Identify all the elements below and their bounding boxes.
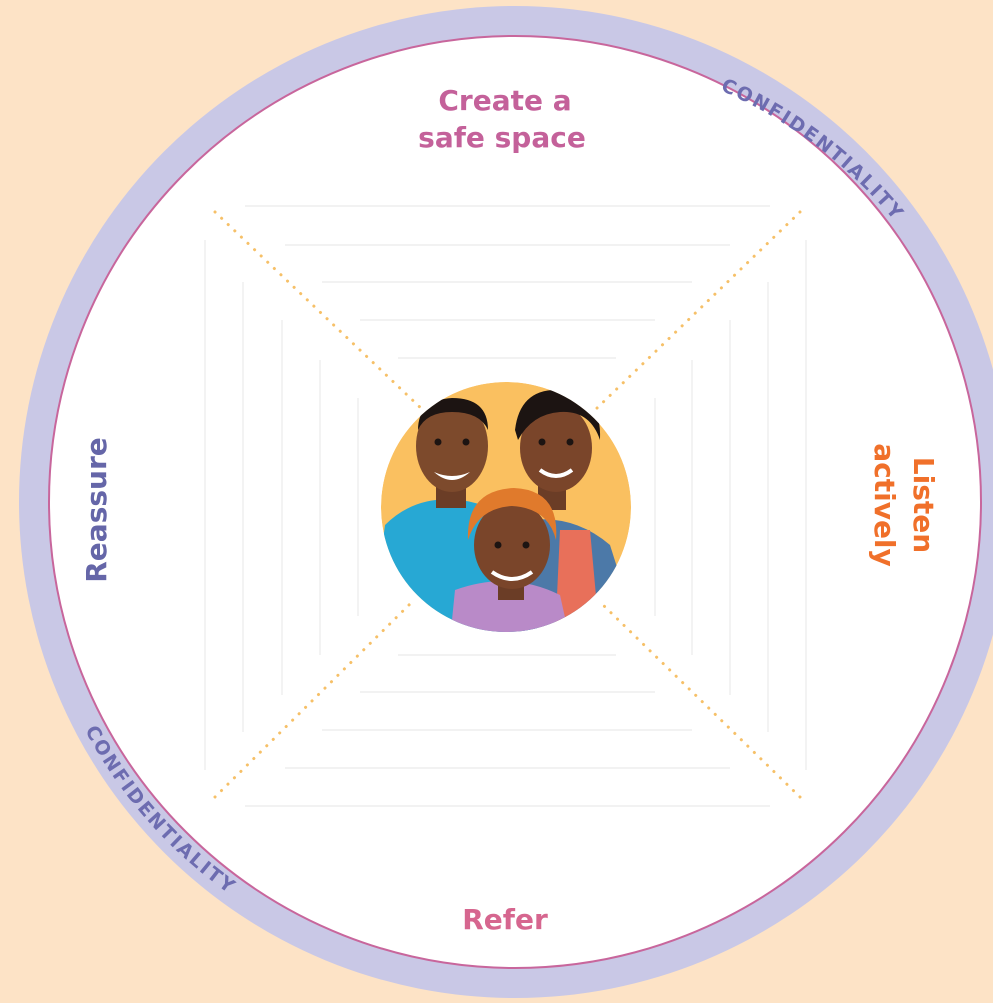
people-portrait-icon [381,382,631,632]
label-right-line2: actively [868,443,901,567]
label-right-line1: Listen [907,457,940,553]
diagonal-bottom-left [213,600,414,799]
label-left: Reassure [80,437,113,583]
label-top-line1: Create a [438,84,571,117]
guide-lines [204,205,807,807]
dotted-diagonals [213,210,802,799]
diagonal-top-left [213,210,427,414]
diagonal-bottom-right [598,600,802,799]
diagonal-top-right [593,210,802,412]
label-top-line2: safe space [418,121,586,154]
label-bottom: Refer [462,903,548,936]
